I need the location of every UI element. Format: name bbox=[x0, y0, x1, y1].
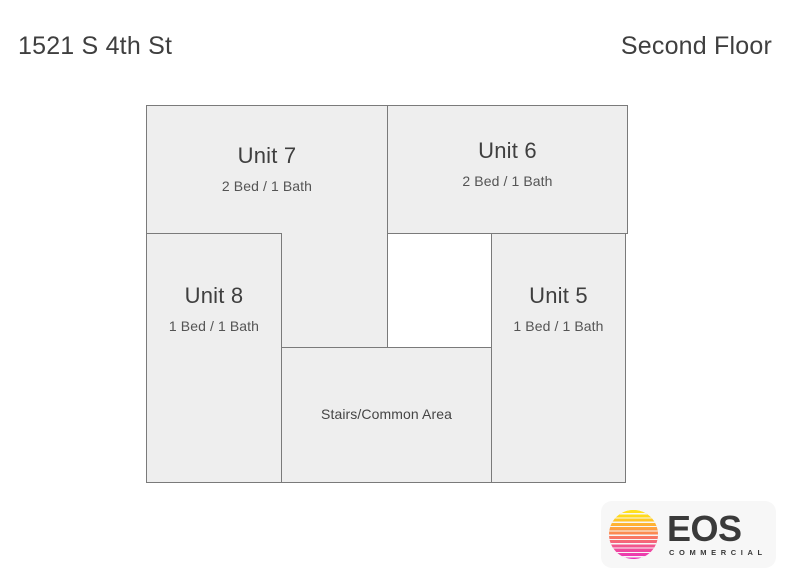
room-name: Unit 7 bbox=[237, 143, 297, 168]
logo-tagline: COMMERCIAL bbox=[669, 548, 767, 558]
eos-commercial-logo[interactable]: EOS COMMERCIAL bbox=[601, 501, 776, 568]
logo-text-group: EOS COMMERCIAL bbox=[667, 508, 767, 558]
floorplan-room-unit-5[interactable]: Unit 5 1 Bed / 1 Bath bbox=[491, 233, 626, 483]
room-label-group: Unit 6 2 Bed / 1 Bath bbox=[388, 138, 627, 190]
sunrise-icon bbox=[609, 510, 658, 559]
page-title: 1521 S 4th St bbox=[18, 32, 173, 60]
room-label-group: Unit 8 1 Bed / 1 Bath bbox=[147, 283, 281, 335]
room-name: Unit 6 bbox=[478, 138, 537, 163]
room-label-group: Unit 5 1 Bed / 1 Bath bbox=[492, 283, 625, 335]
room-label-group: Unit 7 2 Bed / 1 Bath bbox=[147, 143, 387, 195]
page-header: 1521 S 4th St Second Floor bbox=[0, 0, 800, 95]
sun-stripes bbox=[609, 510, 658, 559]
floorplan-room-unit-8[interactable]: Unit 8 1 Bed / 1 Bath bbox=[146, 233, 282, 483]
floor-label: Second Floor bbox=[620, 32, 772, 60]
logo-wordmark: EOS bbox=[667, 508, 742, 550]
room-name: Unit 8 bbox=[184, 283, 244, 308]
room-subtitle: 1 Bed / 1 Bath bbox=[168, 318, 260, 335]
room-subtitle: 2 Bed / 1 Bath bbox=[221, 178, 313, 195]
room-label-group: Stairs/Common Area bbox=[282, 406, 491, 422]
room-name: Stairs/Common Area bbox=[321, 406, 452, 422]
room-subtitle: 2 Bed / 1 Bath bbox=[462, 173, 553, 190]
room-subtitle: 1 Bed / 1 Bath bbox=[513, 318, 604, 335]
floorplan-room-unit-6[interactable]: Unit 6 2 Bed / 1 Bath bbox=[387, 105, 628, 234]
floorplan-room-common-area[interactable]: Stairs/Common Area bbox=[281, 347, 492, 483]
room-name: Unit 5 bbox=[529, 283, 588, 308]
